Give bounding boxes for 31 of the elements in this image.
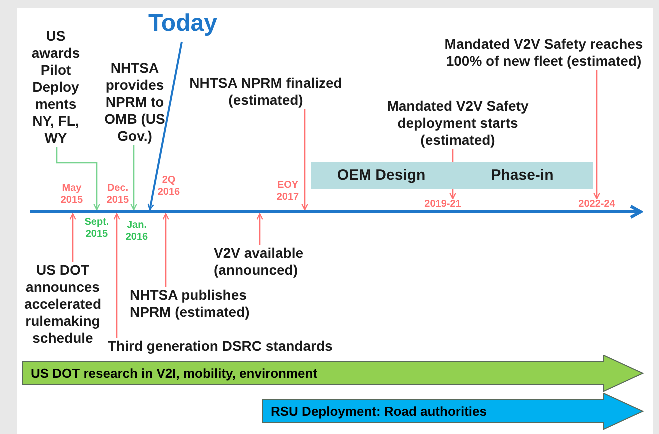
arrow [114, 213, 120, 338]
event-label: US awards Pilot Deploy ments NY, FL, WY [24, 28, 88, 147]
arrow [148, 42, 183, 211]
date-label: Sept. 2015 [84, 217, 110, 241]
event-label: NHTSA publishes NPRM (estimated) [130, 287, 266, 321]
phase-bar: Phase-in [452, 162, 593, 189]
event-label: Mandated V2V Safety reaches 100% of new fleet (estimated) [442, 36, 646, 70]
phase-bar: OEM Design [311, 162, 452, 189]
date-label: 2022-24 [567, 199, 627, 211]
arrow [56, 147, 100, 211]
event-label: Third generation DSRC standards [108, 338, 358, 355]
arrow [70, 213, 76, 262]
date-label: 2Q 2016 [156, 175, 182, 199]
event-label: US DOT announces accelerated rulemaking schedule [18, 262, 108, 347]
arrow [302, 109, 308, 211]
date-label: Dec. 2015 [106, 183, 130, 207]
date-label: May 2015 [60, 183, 84, 207]
today-marker: Today [138, 10, 228, 38]
arrow [594, 70, 600, 200]
arrow-label: US DOT research in V2I, mobility, environment [31, 366, 318, 382]
date-label: EOY 2017 [276, 180, 300, 204]
arrow-label: RSU Deployment: Road authorities [271, 404, 487, 420]
event-label: NHTSA provides NPRM to OMB (US Gov.) [99, 60, 171, 145]
event-label: NHTSA NPRM finalized (estimated) [178, 75, 354, 109]
arrow [256, 213, 264, 245]
date-label: 2019-21 [413, 199, 473, 211]
event-label: Mandated V2V Safety deployment starts (estimated) [376, 98, 540, 149]
arrow [162, 213, 170, 287]
arrow [130, 145, 138, 211]
date-label: Jan. 2016 [124, 220, 150, 244]
event-label: V2V available (announced) [214, 245, 324, 279]
